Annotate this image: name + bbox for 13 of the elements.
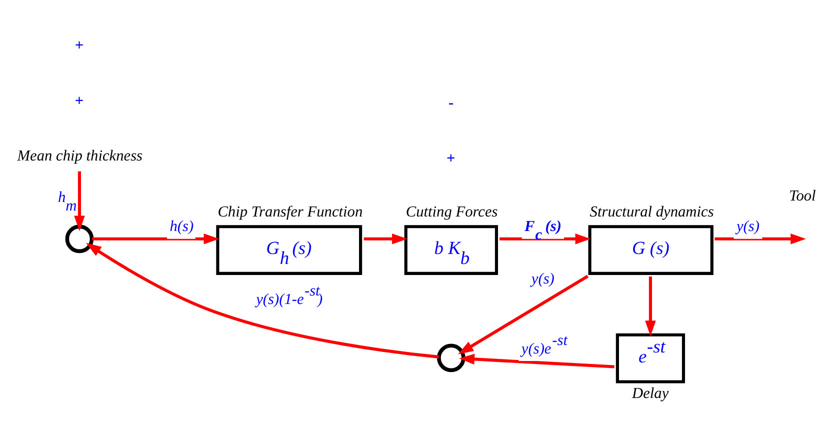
node-label: Chip Transfer Function — [218, 204, 363, 221]
label: + — [74, 92, 84, 110]
edge-label: y(s) — [531, 270, 554, 288]
edge-label: y(s) — [736, 218, 760, 236]
label: - — [448, 94, 454, 112]
node-text: Mean chip thickness — [17, 148, 143, 165]
node-label: Delay — [632, 384, 669, 402]
node-label: Structural dynamics — [590, 204, 714, 221]
label: + — [74, 36, 84, 54]
node-label: Cutting Forces — [406, 204, 498, 221]
label: + — [446, 150, 456, 167]
label: Tool — [789, 187, 816, 204]
edge-label: h(s) — [170, 218, 194, 236]
